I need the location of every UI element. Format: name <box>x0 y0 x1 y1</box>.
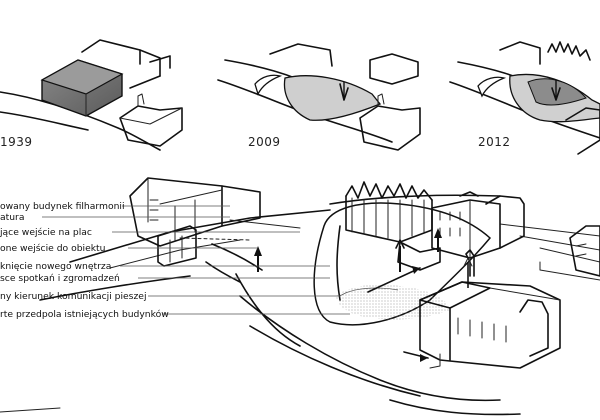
legend-item: one wejście do obiektu <box>0 243 258 254</box>
legend-label: one wejście do obiektu <box>0 243 105 254</box>
legend-item: jące wejście na plac <box>0 227 300 238</box>
year-label-2009: 2009 <box>248 135 281 149</box>
legend-item: owany budynek filharmonii <box>0 201 230 212</box>
sketch-2012: 2012 <box>449 41 600 155</box>
legend-label: ny kierunek komunikacji pieszej <box>0 291 147 302</box>
church-building <box>419 249 561 369</box>
legend: owany budynek filharmonii atura jące wej… <box>0 201 350 320</box>
legend-label: owany budynek filharmonii <box>0 201 125 212</box>
legend-label: atura <box>0 212 24 223</box>
existing-building-left <box>129 177 223 247</box>
legend-item: sce spotkań i zgromadzeń <box>0 273 330 284</box>
legend-item: atura <box>0 212 230 223</box>
legend-item: rte przedpola istniejących budynków <box>0 309 350 320</box>
legend-label: rte przedpola istniejących budynków <box>0 309 169 320</box>
legend-label: knięcie nowego wnętrza <box>0 261 111 272</box>
legend-item: ny kierunek komunikacji pieszej <box>0 291 340 302</box>
legend-item: knięcie nowego wnętrza <box>0 261 330 272</box>
gathering-area <box>336 284 450 320</box>
plaza-2009 <box>283 75 382 121</box>
legend-label: jące wejście na plac <box>0 227 92 238</box>
philharmonic-building <box>345 181 441 271</box>
legend-label: sce spotkań i zgromadzeń <box>0 273 120 284</box>
entrance-arrows <box>254 228 473 288</box>
sketch-2009: 2009 <box>217 43 421 151</box>
year-label-1939: 1939 <box>0 135 33 149</box>
year-label-2012: 2012 <box>478 135 511 149</box>
sketch-1939: 1939 <box>0 39 183 151</box>
main-axonometric <box>0 177 600 416</box>
